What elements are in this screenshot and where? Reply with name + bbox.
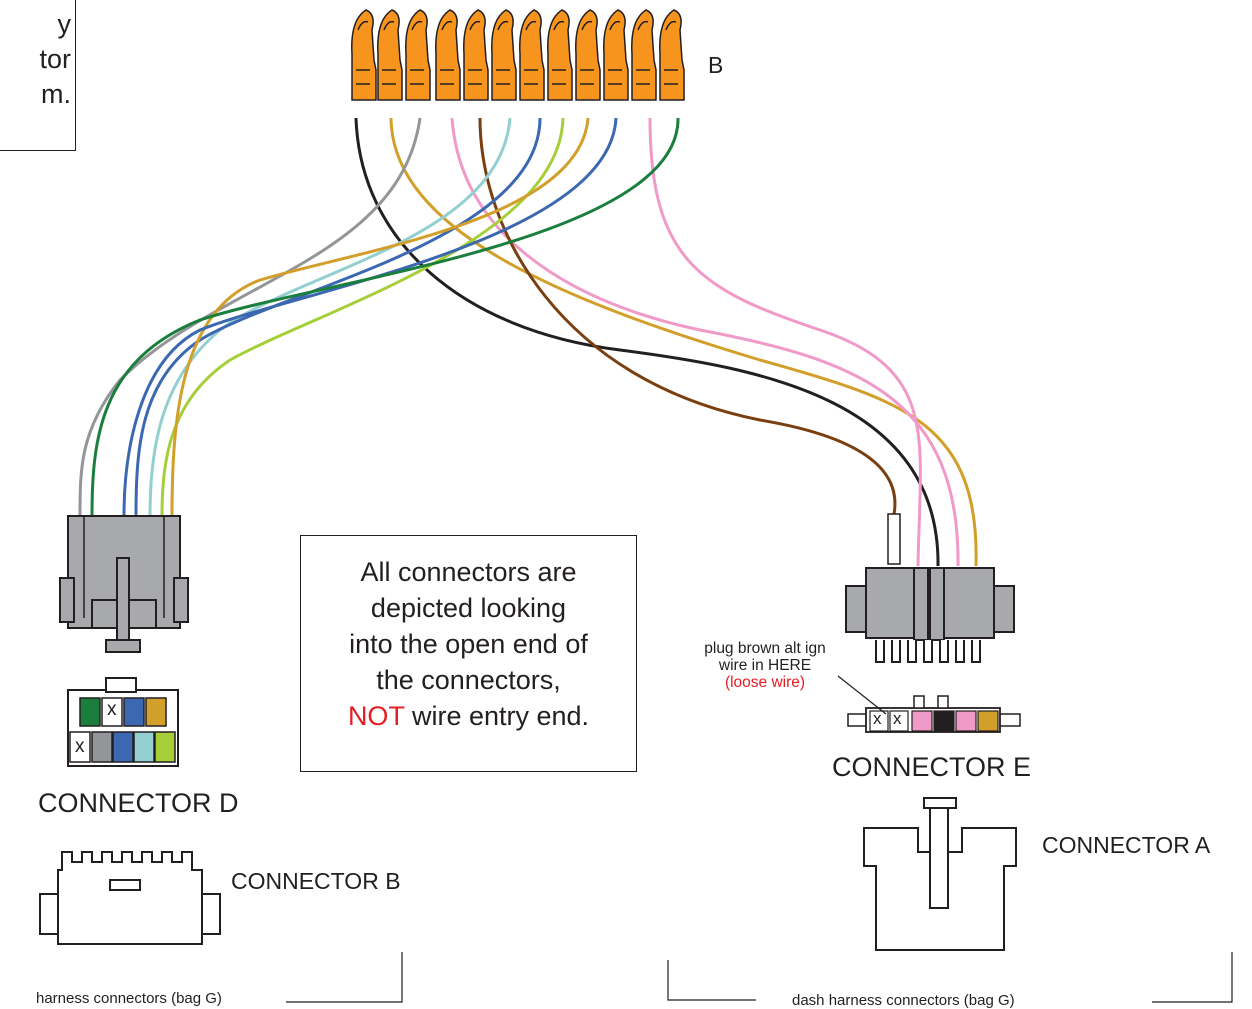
note-line: NOT wire entry end. <box>301 698 636 734</box>
crimp-terminal <box>377 9 403 101</box>
connector-d-label: CONNECTOR D <box>38 788 239 818</box>
wire <box>648 117 922 567</box>
connector-d-body <box>59 515 189 653</box>
crimp-terminal <box>547 9 573 101</box>
wire-bundle <box>78 117 978 567</box>
note-emphasis: NOT <box>347 701 405 731</box>
connector-a-outline <box>863 797 1017 951</box>
wire <box>160 117 565 517</box>
note-line: depicted looking <box>370 593 567 623</box>
partial-note-line: m. <box>41 79 71 109</box>
pin-x-mark: x <box>893 709 902 728</box>
crimp-terminal <box>575 9 601 101</box>
brown-wire-annotation: plug brown alt ign wire in HERE (loose w… <box>670 640 860 691</box>
annotation-loose-wire: (loose wire) <box>724 674 806 691</box>
connector-e-tooth <box>907 640 917 663</box>
annotation-leader <box>837 675 887 715</box>
connector-e-teeth <box>875 640 981 663</box>
connector-d-pinout <box>67 677 179 767</box>
connector-b-label: CONNECTOR B <box>231 868 401 894</box>
terminal-row <box>351 9 685 101</box>
footer-left-label: harness connectors (bag G) <box>36 990 222 1007</box>
wire <box>354 117 940 567</box>
connector-b-outline <box>39 851 221 945</box>
note-line: All connectors are <box>360 557 577 587</box>
orientation-note: All connectors are depicted looking into… <box>300 535 637 772</box>
pin-x-mark: x <box>75 736 85 757</box>
crimp-terminal <box>405 9 431 101</box>
connector-e-tooth <box>891 640 901 663</box>
connector-e-tooth <box>939 640 949 663</box>
partial-note-line: y <box>57 9 72 39</box>
footer-brackets <box>286 952 1233 1003</box>
wire <box>170 117 590 517</box>
wire <box>122 117 618 517</box>
note-line: into the open end of <box>349 629 588 659</box>
crimp-terminal <box>631 9 657 101</box>
partial-note-box: y tor m. <box>0 0 76 151</box>
crimp-terminal <box>519 9 545 101</box>
connector-e-tooth <box>955 640 965 663</box>
connector-e-tooth <box>971 640 981 663</box>
note-line: the connectors, <box>376 665 561 695</box>
crimp-terminal <box>603 9 629 101</box>
partial-note-line: tor <box>39 44 71 74</box>
crimp-terminal <box>659 9 685 101</box>
wire <box>78 117 422 517</box>
crimp-terminal <box>351 9 377 101</box>
crimp-terminal <box>491 9 517 101</box>
crimp-terminal <box>435 9 461 101</box>
connector-e-label: CONNECTOR E <box>832 752 1032 782</box>
footer-right-label: dash harness connectors (bag G) <box>792 992 1015 1009</box>
pin-x-mark: x <box>873 709 882 728</box>
wire <box>134 117 542 517</box>
connector-a-label: CONNECTOR A <box>1042 832 1211 858</box>
connector-e-pinout <box>847 695 1021 733</box>
pin-x-mark: x <box>107 699 117 720</box>
connector-e-tooth <box>923 640 933 663</box>
wire <box>389 117 978 567</box>
connector-e-tooth <box>875 640 885 663</box>
terminals-label: B <box>708 52 724 78</box>
annotation-line: plug brown alt ign <box>704 640 826 657</box>
crimp-terminal <box>463 9 489 101</box>
annotation-line: wire in HERE <box>718 657 812 674</box>
wire <box>90 117 680 517</box>
connector-e-body <box>845 513 1015 641</box>
note-line-rest: wire entry end. <box>404 701 590 731</box>
